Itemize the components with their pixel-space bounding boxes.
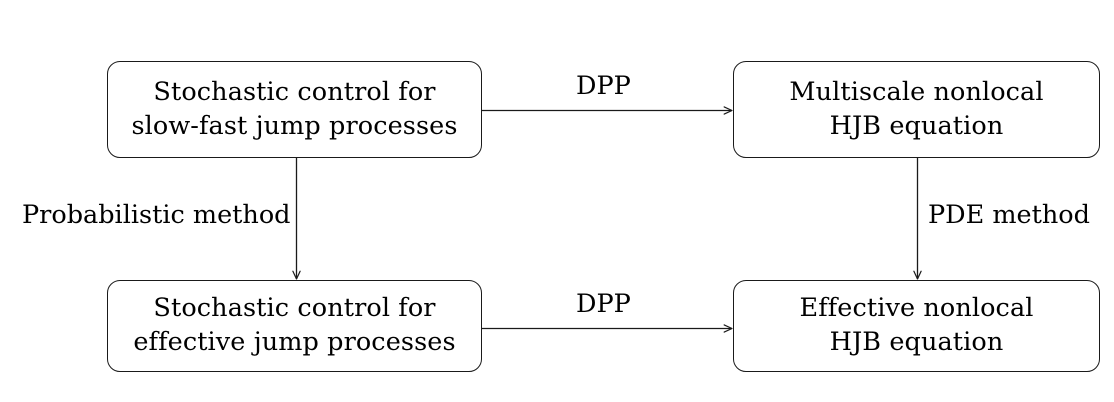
node-stochastic-control-slow-fast: Stochastic control for slow-fast jump pr…: [107, 61, 482, 158]
node-label-line-1: Stochastic control for: [153, 293, 436, 324]
node-effective-nonlocal-hjb: Effective nonlocal HJB equation: [733, 280, 1100, 372]
node-label-line-2: slow-fast jump processes: [131, 110, 458, 141]
node-label-line-2: HJB equation: [829, 110, 1004, 141]
node-multiscale-nonlocal-hjb: Multiscale nonlocal HJB equation: [733, 61, 1100, 158]
edge-label-dpp-top: DPP: [576, 71, 631, 101]
node-label-line-1: Multiscale nonlocal: [789, 76, 1044, 107]
node-stochastic-control-effective: Stochastic control for effective jump pr…: [107, 280, 482, 372]
edge-label-probabilistic-method: Probabilistic method: [22, 200, 291, 230]
edge-label-pde-method: PDE method: [928, 200, 1090, 230]
edge-label-dpp-bottom: DPP: [576, 289, 631, 319]
node-label-line-1: Effective nonlocal: [799, 293, 1034, 324]
node-label-line-1: Stochastic control for: [153, 76, 436, 107]
node-label-line-2: HJB equation: [829, 327, 1004, 357]
node-label-line-2: effective jump processes: [133, 327, 456, 357]
